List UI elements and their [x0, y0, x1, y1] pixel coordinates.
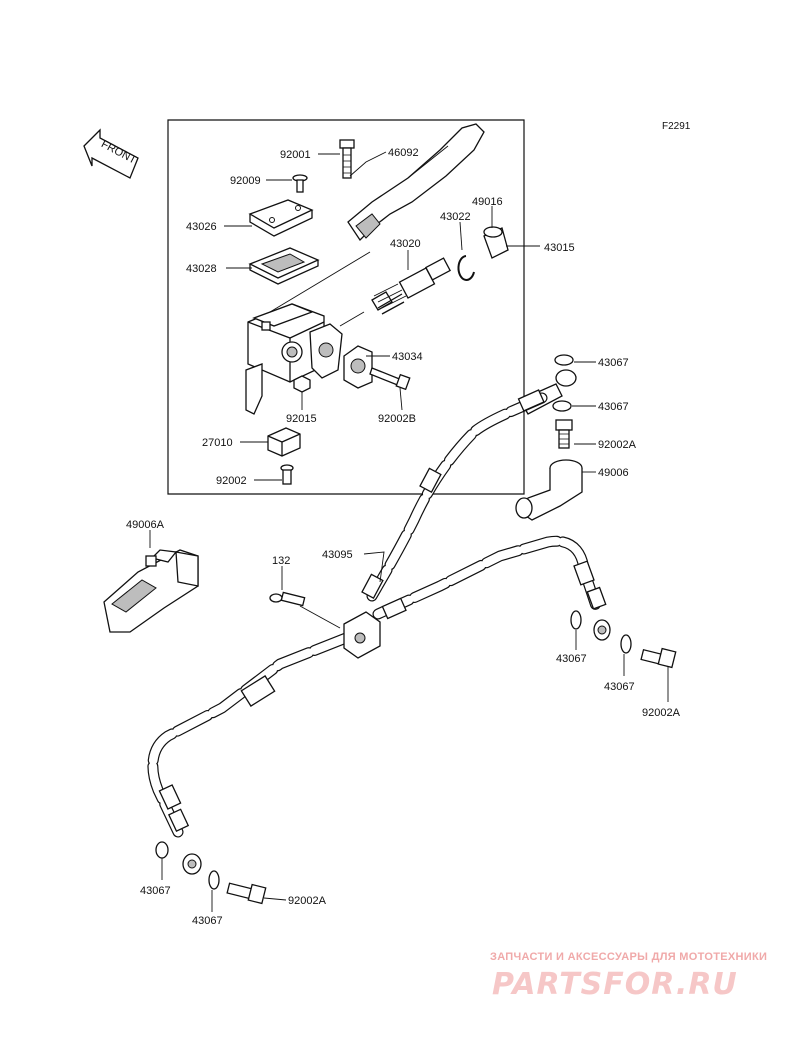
- bolt-92002B: [369, 367, 411, 391]
- label-49016: 49016: [472, 196, 503, 208]
- washer-43067-second: [552, 400, 572, 412]
- washer-43067-right-b: [620, 634, 632, 654]
- label-43015: 43015: [544, 242, 575, 254]
- diaphragm-43028: [248, 247, 320, 285]
- label-43020: 43020: [390, 238, 421, 250]
- master-cylinder-body: [245, 251, 371, 415]
- label-27010: 27010: [202, 437, 233, 449]
- label-43067-b: 43067: [598, 401, 629, 413]
- label-43067-a: 43067: [598, 357, 629, 369]
- piston-kit-43020: [371, 257, 451, 315]
- label-49006: 49006: [598, 467, 629, 479]
- cover-49006: [515, 459, 583, 521]
- part-labels: 92001 46092 92009 49016 43022 43026 4302…: [126, 147, 681, 927]
- switch-27010: [267, 427, 301, 457]
- label-92001: 92001: [280, 149, 311, 161]
- brake-hose-right: [372, 535, 602, 620]
- brake-hose-left: [147, 632, 352, 838]
- label-43026: 43026: [186, 221, 217, 233]
- watermark-tagline: ЗАПЧАСТИ И АКСЕССУАРЫ ДЛЯ МОТОТЕХНИКИ: [490, 951, 767, 963]
- washer-43067-top: [554, 354, 574, 366]
- label-49006A: 49006A: [126, 519, 165, 531]
- label-92002A-b: 92002A: [642, 707, 681, 719]
- circlip-43022: [457, 255, 475, 281]
- label-43095: 43095: [322, 549, 353, 561]
- banjo-left: [182, 853, 202, 875]
- banjo-right: [593, 619, 611, 641]
- leader-lines: [149, 151, 669, 912]
- banjo-bolt-92002A-top: [555, 419, 573, 449]
- washer-43067-right-a: [570, 610, 582, 630]
- label-92002A-c: 92002A: [288, 895, 327, 907]
- label-46092: 46092: [388, 147, 419, 159]
- assembly-43015-box: [167, 119, 525, 495]
- bolt-132: [269, 591, 306, 607]
- banjo-bolt-92002A-right: [640, 647, 677, 669]
- hose-ferrules: [158, 389, 607, 832]
- figure-code: F2291: [662, 121, 691, 132]
- watermark-logo: PARTSFOR.RU: [492, 967, 738, 1002]
- brake-lever-46092: [347, 123, 485, 242]
- screw-92009: [292, 174, 308, 193]
- watermark: ЗАПЧАСТИ И АКСЕССУАРЫ ДЛЯ МОТОТЕХНИКИ PA…: [490, 951, 767, 1002]
- washer-43067-left-a: [155, 841, 169, 859]
- banjo-bolt-92002A-left: [226, 882, 267, 905]
- dust-boot-49016: [483, 226, 509, 259]
- brake-hose-upper: [366, 392, 548, 602]
- label-92009: 92009: [230, 175, 261, 187]
- label-43034: 43034: [392, 351, 423, 363]
- label-43067-e: 43067: [140, 885, 171, 897]
- label-43067-f: 43067: [192, 915, 223, 927]
- label-43067-c: 43067: [556, 653, 587, 665]
- clamp-43034: [343, 345, 373, 389]
- pivot-bolt-92001: [339, 139, 355, 179]
- label-92015: 92015: [286, 413, 317, 425]
- label-43028: 43028: [186, 263, 217, 275]
- label-92002A-a: 92002A: [598, 439, 637, 451]
- screw-92002: [280, 464, 294, 485]
- label-92002: 92002: [216, 475, 247, 487]
- reservoir-cap-43026: [248, 199, 314, 237]
- nut-92015: [293, 375, 311, 393]
- washer-43067-left-b: [208, 870, 220, 890]
- label-92002B: 92002B: [378, 413, 416, 425]
- label-43067-d: 43067: [604, 681, 635, 693]
- hose-joint: [343, 611, 381, 659]
- label-132: 132: [272, 555, 290, 567]
- label-43022: 43022: [440, 211, 471, 223]
- front-arrow-icon: FRONT: [83, 128, 139, 179]
- cover-49006A: [103, 549, 199, 633]
